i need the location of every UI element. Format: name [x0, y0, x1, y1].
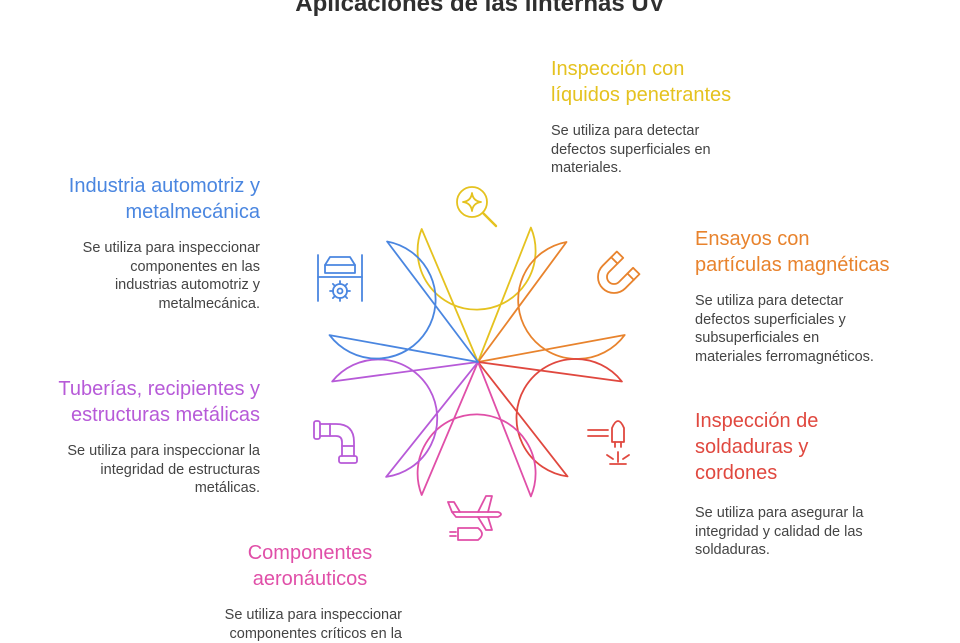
petal-purple	[331, 358, 479, 478]
pipe-icon	[313, 420, 358, 464]
petal-red	[477, 358, 623, 478]
petal-blue	[328, 240, 479, 363]
airplane-icon	[447, 495, 502, 541]
car-lift-gear-icon	[317, 254, 363, 302]
diagram-title: Aplicaciones de las linternas UV	[295, 0, 665, 17]
petal-pink	[416, 361, 537, 498]
welding-torch-icon	[587, 420, 630, 465]
magnifier-sparkle-icon	[456, 186, 498, 228]
petal-orange	[477, 241, 626, 363]
magnet-icon	[597, 250, 641, 294]
